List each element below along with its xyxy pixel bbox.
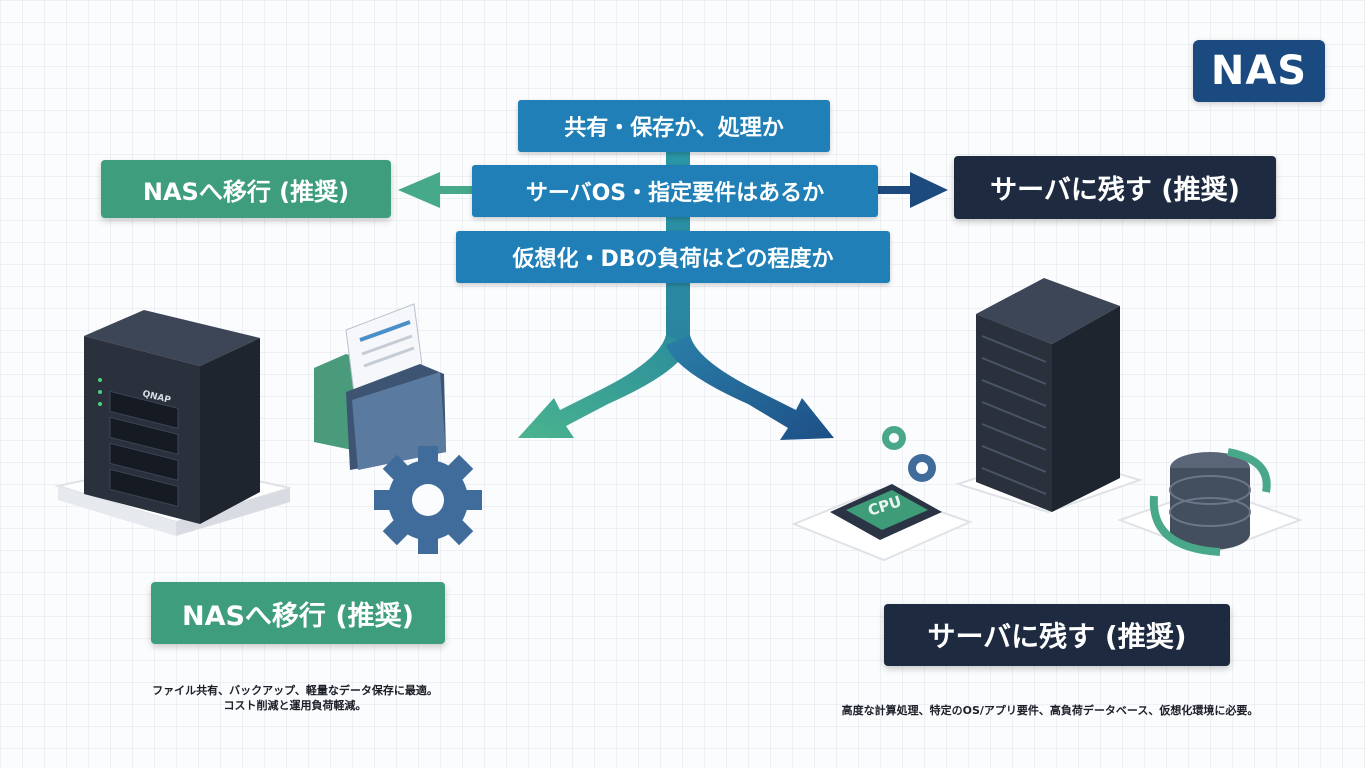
server-description: 高度な計算処理、特定のOS/アプリ要件、高負荷データベース、仮想化環境に必要。 [800,703,1300,718]
nas-description: ファイル共有、バックアップ、軽量なデータ保存に最適。 コスト削減と運用負荷軽減。 [110,683,480,713]
arrow-to-server [666,335,834,440]
nas-description-line2: コスト削減と運用負荷軽減。 [223,699,367,712]
database-illustration [1117,448,1303,556]
gear-icon [374,446,482,554]
arrow-to-nas [518,335,690,438]
option-migrate-to-nas-top: NASへ移行 (推奨) [101,160,391,218]
question-virtualization-db-load: 仮想化・DBの負荷はどの程度か [456,231,890,283]
question-share-or-process: 共有・保存か、処理か [518,100,830,152]
right-arrow [910,172,948,208]
folder-illustration [314,303,446,470]
option-keep-on-server-top: サーバに残す (推奨) [954,156,1276,219]
cpu-illustration [791,484,973,562]
question-server-os-requirements: サーバOS・指定要件はあるか [472,165,878,217]
nas-device-illustration [54,310,291,536]
server-description-line1: 高度な計算処理、特定のOS/アプリ要件、高負荷データベース、仮想化環境に必要。 [841,704,1259,717]
small-gears-icon [882,426,936,482]
option-migrate-to-nas-bottom: NASへ移行 (推奨) [151,582,445,644]
nas-description-line1: ファイル共有、バックアップ、軽量なデータ保存に最適。 [152,684,438,697]
server-rack-illustration [954,278,1144,514]
left-arrow [398,172,440,208]
option-keep-on-server-bottom: サーバに残す (推奨) [884,604,1230,666]
nas-badge: NAS [1193,40,1325,102]
